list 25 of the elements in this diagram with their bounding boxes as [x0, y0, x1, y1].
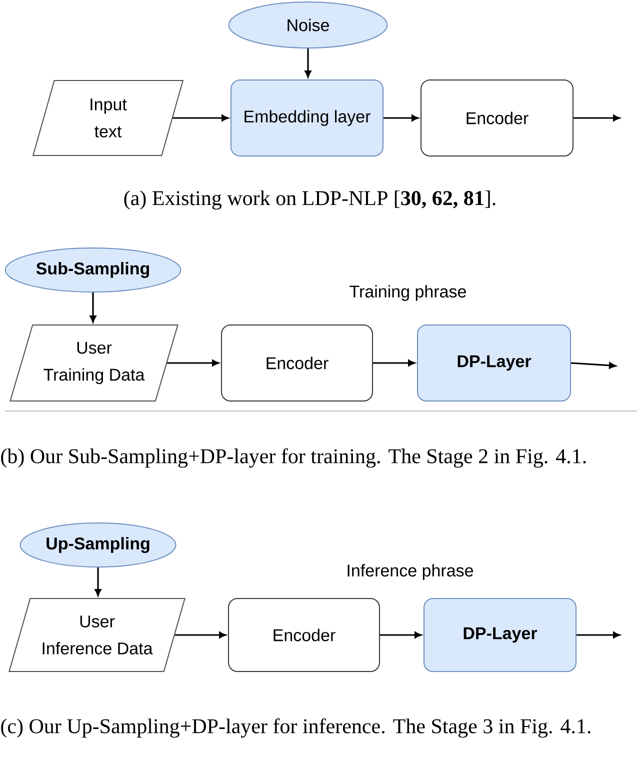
arrow — [94, 568, 102, 596]
arrow — [384, 114, 418, 122]
process-box: Embedding layer — [230, 80, 384, 156]
arrow — [380, 632, 422, 638]
data-parallelogram: User Inference Data — [8, 598, 186, 672]
arrow — [172, 114, 228, 122]
process-box: Encoder — [420, 80, 574, 156]
arrow — [304, 48, 312, 78]
process-box: Encoder — [221, 324, 373, 402]
caption: (c) Our Up-Sampling+DP-layer for inference. The Stage 3 in Fig. 4.1. — [1, 718, 590, 738]
arrow — [574, 114, 620, 122]
caption: (b) Our Sub-Sampling+DP-layer for training. The Stage 2 in Fig. 4.1. — [1, 448, 586, 468]
arrow — [174, 632, 226, 638]
phase-label: Training phrase — [350, 285, 466, 301]
process-box: DP-Layer — [424, 598, 576, 672]
arrow — [576, 632, 620, 638]
arrow — [373, 360, 415, 366]
phase-label: Inference phrase — [348, 564, 474, 580]
arrow — [90, 292, 96, 322]
arrow — [570, 362, 616, 369]
process-box: Encoder — [228, 598, 380, 672]
data-parallelogram: User Training Data — [10, 324, 178, 402]
arrow — [167, 360, 219, 366]
caption: (a) Existing work on LDP-NLP [30, 62, 81]. — [124, 190, 496, 210]
process-box: DP-Layer — [417, 324, 571, 402]
